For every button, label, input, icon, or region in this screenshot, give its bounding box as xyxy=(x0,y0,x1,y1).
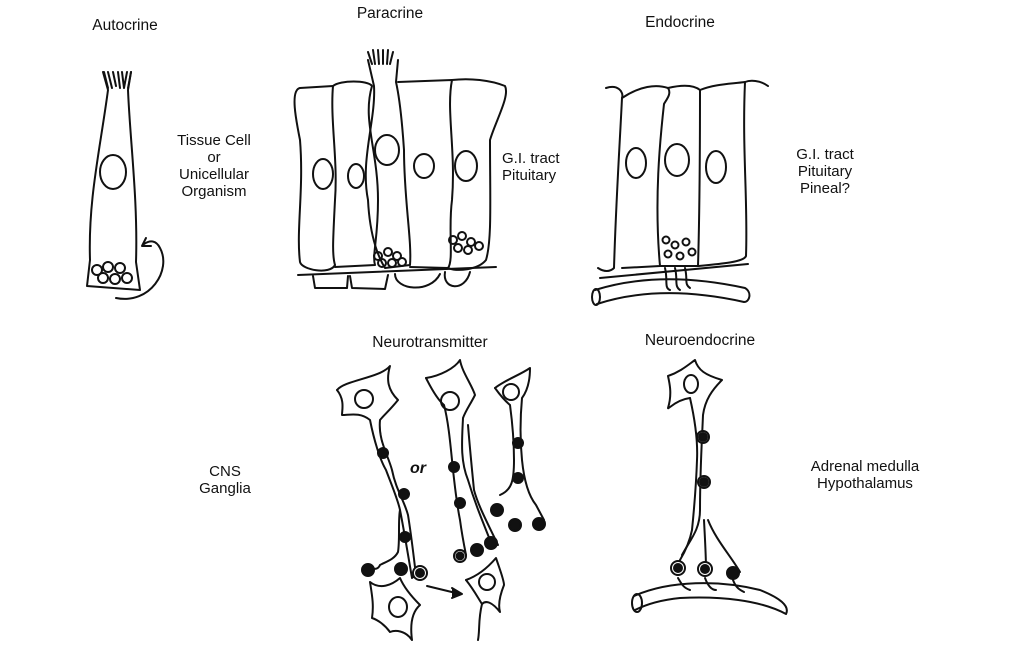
neuroendocrine-location-label: Adrenal medulla Hypothalamus xyxy=(790,458,940,492)
location-line: Pineal? xyxy=(799,180,851,197)
endocrine-title: Endocrine xyxy=(645,14,715,31)
location-line: Unicellular xyxy=(178,166,250,183)
location-line: Tissue Cell xyxy=(177,132,251,149)
endocrine-location-label: G.I. tract Pituitary Pineal? xyxy=(775,146,875,197)
paracrine-nucleus-3 xyxy=(374,134,400,166)
paracrine-nucleus-4 xyxy=(413,153,435,179)
neuroendocrine-title: Neuroendocrine xyxy=(644,332,756,349)
paracrine-location-label: G.I. tract Pituitary xyxy=(502,150,560,184)
autocrine-feedback-arrow xyxy=(115,240,165,300)
location-line: G.I. tract xyxy=(796,146,854,163)
endocrine-nucleus-2 xyxy=(664,143,690,177)
neurotransmitter-title: Neurotransmitter xyxy=(372,334,488,351)
neuroendocrine-capillary xyxy=(633,582,788,615)
location-line: Adrenal medulla xyxy=(810,458,920,475)
paracrine-nucleus-1 xyxy=(312,158,334,190)
autocrine-cell xyxy=(86,71,165,300)
neurotransmitter-location-label: CNS Ganglia xyxy=(185,463,265,497)
endocrine-nucleus-1 xyxy=(625,147,647,179)
endocrine-capillary xyxy=(594,278,751,305)
endocrine-tissue xyxy=(591,79,769,306)
location-line: CNS xyxy=(209,463,241,480)
location-line: G.I. tract xyxy=(502,150,560,167)
location-line: Ganglia xyxy=(199,480,251,497)
autocrine-title: Autocrine xyxy=(92,17,158,34)
neurotransmitter-neurons xyxy=(336,359,546,641)
autocrine-nucleus xyxy=(99,154,127,190)
location-line: or xyxy=(207,149,221,166)
location-line: Hypothalamus xyxy=(817,475,913,492)
location-line: Organism xyxy=(181,183,247,200)
endocrine-nucleus-3 xyxy=(705,150,727,184)
paracrine-nucleus-5 xyxy=(454,150,478,182)
basement-membrane xyxy=(297,266,497,276)
location-line: Pituitary xyxy=(502,167,557,184)
paracrine-title: Paracrine xyxy=(356,5,424,22)
or-connector: or xyxy=(410,460,426,477)
basement-membrane xyxy=(599,263,749,279)
paracrine-tissue xyxy=(293,49,508,290)
neuroendocrine-neuron xyxy=(631,359,788,615)
location-line: Pituitary xyxy=(797,163,853,180)
autocrine-location-label: Tissue Cell or Unicellular Organism xyxy=(148,132,280,200)
paracrine-nucleus-2 xyxy=(347,163,365,189)
